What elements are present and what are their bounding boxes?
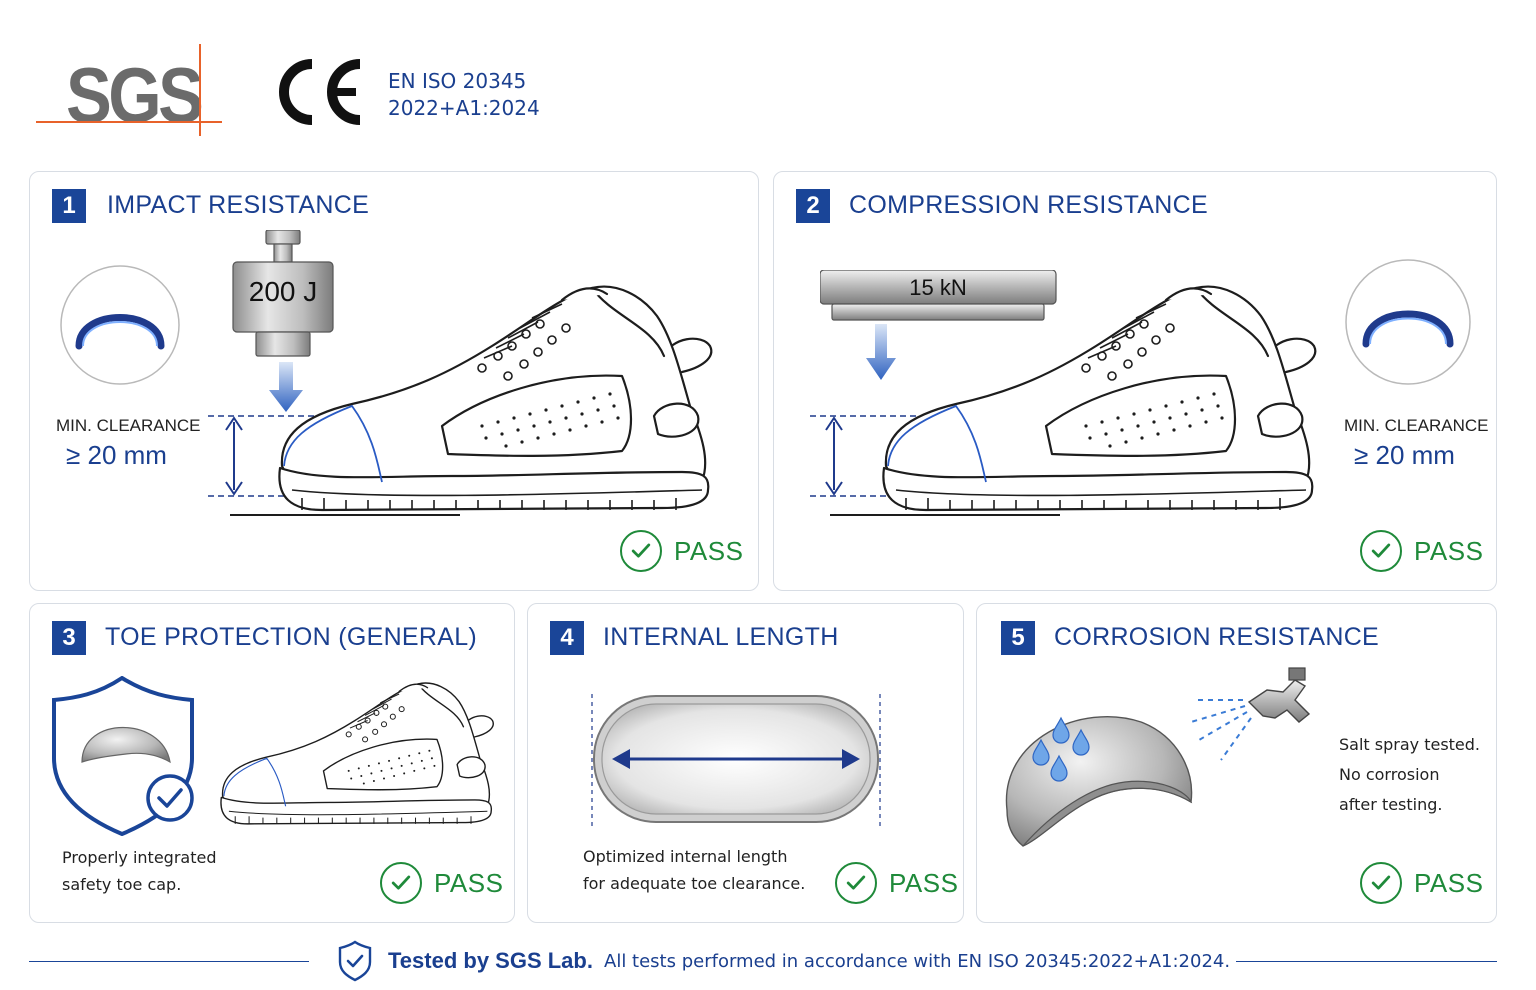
check-circle (1360, 530, 1402, 572)
shield-check-icon (338, 940, 372, 982)
water-drops-icon (1032, 716, 1090, 782)
test-number: 4 (550, 621, 584, 655)
test-note: Optimized internal length for adequate t… (583, 843, 805, 897)
ground-line (230, 514, 460, 516)
toe-cap-section-icon (1345, 259, 1471, 385)
footer-tested-by: Tested by SGS Lab. (388, 948, 593, 973)
ce-mark-icon: CE (279, 59, 361, 125)
test-card-compression: 2 COMPRESSION RESISTANCE 15 kN MIN. CLEA… (773, 171, 1497, 591)
clearance-value: ≥ 20 mm (1354, 440, 1455, 470)
test-title: TOE PROTECTION (GENERAL) (105, 623, 478, 651)
test-title: INTERNAL LENGTH (603, 623, 839, 651)
test-note: Properly integrated safety toe cap. (62, 844, 216, 898)
check-circle (1360, 862, 1402, 904)
iso-standard: EN ISO 20345 2022+A1:2024 (388, 68, 540, 122)
check-circle (380, 862, 422, 904)
test-title: IMPACT RESISTANCE (107, 191, 370, 219)
impact-energy-label: 200 J (248, 276, 318, 307)
insole-icon (591, 694, 881, 826)
test-note-line3: after testing. (1339, 795, 1443, 814)
test-number: 3 (52, 621, 86, 655)
iso-standard-line2: 2022+A1:2024 (388, 96, 540, 120)
spray-gun-icon (1190, 667, 1311, 761)
test-card-corrosion: 5 CORROSION RESISTANCE Salt spray tested… (976, 603, 1497, 923)
sgs-logo-text: SGS (66, 51, 204, 139)
compression-load-label: 15 kN (909, 275, 967, 300)
sgs-logo-vline (199, 44, 201, 136)
check-icon (1368, 538, 1394, 564)
test-note-line2: for adequate toe clearance. (583, 874, 806, 893)
drop-weight-icon (232, 230, 334, 357)
safety-shoe-icon (866, 276, 1326, 516)
test-note-line1: Properly integrated (62, 848, 217, 867)
clearance-label: MIN. CLEARANCE (56, 416, 201, 435)
iso-standard-line1: EN ISO 20345 (388, 69, 527, 93)
pass-label: PASS (434, 867, 504, 898)
down-arrow-icon (269, 362, 303, 412)
check-circle (620, 530, 662, 572)
clearance-label: MIN. CLEARANCE (1344, 416, 1489, 435)
test-card-internal-length: 4 INTERNAL LENGTH Optimized internal len… (527, 603, 964, 923)
pass-label: PASS (1414, 867, 1484, 898)
shield-icon (52, 676, 194, 836)
press-plate-icon (820, 270, 1057, 321)
test-card-toe-protection: 3 TOE PROTECTION (GENERAL) Properly inte… (29, 603, 515, 923)
pass-badge: PASS (380, 862, 503, 904)
test-note: Salt spray tested. No corrosion after te… (1339, 730, 1480, 820)
sgs-logo-hline (36, 121, 222, 123)
down-arrow-icon (866, 324, 896, 380)
check-icon (1368, 870, 1394, 896)
toe-cap-section-icon (60, 265, 180, 385)
check-icon (628, 538, 654, 564)
toe-cap-icon (1005, 716, 1193, 847)
test-title: COMPRESSION RESISTANCE (849, 191, 1208, 219)
double-arrow-icon (612, 749, 860, 769)
pass-badge: PASS (1360, 862, 1483, 904)
test-note-line1: Optimized internal length (583, 847, 788, 866)
toe-cap-icon (81, 726, 171, 764)
pass-label: PASS (674, 535, 744, 566)
test-number: 1 (52, 189, 86, 223)
clearance-value: ≥ 20 mm (66, 440, 167, 470)
footer-divider-left (29, 961, 309, 962)
clearance-marker (810, 415, 928, 497)
pass-badge: PASS (620, 530, 743, 572)
test-note-line1: Salt spray tested. (1339, 735, 1481, 754)
test-note-line2: No corrosion (1339, 765, 1440, 784)
pass-label: PASS (889, 867, 959, 898)
check-icon (388, 870, 414, 896)
test-number: 5 (1001, 621, 1035, 655)
clearance-marker (208, 415, 326, 497)
test-number: 2 (796, 189, 830, 223)
safety-shoe-icon (210, 676, 500, 828)
check-icon (843, 870, 869, 896)
test-note-line2: safety toe cap. (62, 875, 182, 894)
test-card-impact: 1 IMPACT RESISTANCE MIN. CLEARANCE ≥ 20 … (29, 171, 759, 591)
safety-shoe-icon (262, 276, 722, 516)
pass-label: PASS (1414, 535, 1484, 566)
sgs-logo: SGS (36, 44, 226, 139)
pass-badge: PASS (1360, 530, 1483, 572)
check-circle (835, 862, 877, 904)
footer-note: All tests performed in accordance with E… (604, 951, 1231, 972)
test-title: CORROSION RESISTANCE (1054, 623, 1380, 651)
footer-divider-right (1236, 961, 1497, 962)
ground-line (830, 514, 1060, 516)
pass-badge: PASS (835, 862, 958, 904)
